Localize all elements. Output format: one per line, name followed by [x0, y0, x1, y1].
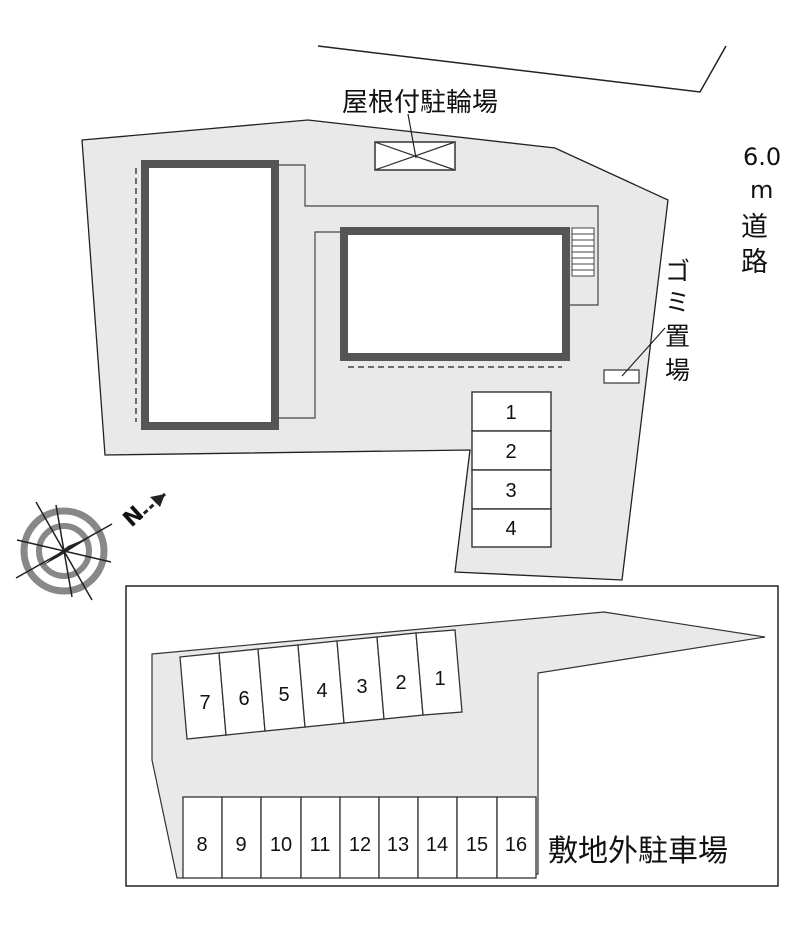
- road-label-2: 路: [741, 247, 768, 278]
- garbage-area: [603, 369, 640, 384]
- offsite-parking-label: 敷地外駐車場: [548, 834, 728, 869]
- onsite-space: [471, 430, 552, 471]
- bicycle-parking: [374, 141, 456, 171]
- offsite-space: [417, 796, 458, 879]
- onsite-space-number: 2: [505, 441, 516, 463]
- walkway-line-left: [278, 164, 599, 306]
- onsite-space-number: 4: [505, 518, 516, 540]
- building-a: [141, 160, 279, 430]
- garbage-label-1: ゴ: [665, 257, 690, 286]
- offsite-space: [300, 796, 341, 879]
- offsite-space-number: 15: [466, 834, 488, 856]
- offsite-space-number: 5: [278, 684, 289, 706]
- stairs: [571, 227, 595, 277]
- offsite-bottom-row: 8 9 10 11 12 13 14 15 16: [182, 796, 537, 879]
- offsite-space-number: 14: [426, 834, 448, 856]
- onsite-space-number: 1: [505, 402, 516, 424]
- offsite-space: [221, 796, 262, 879]
- offsite-space-number: 13: [387, 834, 409, 856]
- offsite-space-number: 2: [395, 672, 406, 694]
- onsite-space-number: 3: [505, 480, 516, 502]
- road-width-label: 6.0: [743, 143, 781, 171]
- walkway-line-middle: [278, 231, 341, 419]
- offsite-top-row: 7 6 5 4 3 2 1: [179, 629, 463, 740]
- offsite-space-number: 16: [505, 834, 527, 856]
- offsite-space-number: 7: [199, 692, 210, 714]
- offsite-space: [182, 796, 223, 879]
- offsite-space: [415, 629, 463, 716]
- onsite-space: [471, 508, 552, 548]
- offsite-space: [260, 796, 302, 879]
- garbage-leader-line: [621, 327, 666, 377]
- offsite-space-number: 12: [349, 834, 371, 856]
- north-arrow-icon: N: [119, 492, 167, 532]
- garbage-label-4: 場: [665, 356, 690, 385]
- road-label-1: 道: [741, 212, 768, 243]
- onsite-parking-group: 1 2 3 4: [471, 391, 552, 548]
- offsite-space: [456, 796, 498, 879]
- offsite-space: [496, 796, 537, 879]
- offsite-space-number: 8: [196, 834, 207, 856]
- offsite-space-number: 6: [238, 688, 249, 710]
- building-b: [340, 227, 570, 361]
- offsite-space-number: 4: [316, 680, 327, 702]
- onsite-space: [471, 391, 552, 432]
- bicycle-leader-line: [407, 113, 417, 159]
- offsite-space-number: 10: [270, 834, 292, 856]
- north-label: N: [119, 501, 149, 532]
- offsite-space-number: 1: [434, 668, 445, 690]
- offsite-space: [378, 796, 419, 879]
- offsite-space-number: 3: [356, 676, 367, 698]
- garbage-label-2: ミ: [665, 288, 690, 317]
- road-edge-line: [317, 45, 727, 93]
- offsite-space-number: 9: [235, 834, 246, 856]
- road-unit-label: m: [750, 176, 773, 204]
- garbage-label-3: 置: [665, 322, 690, 351]
- bicycle-parking-label: 屋根付駐輪場: [342, 88, 498, 118]
- offsite-space-number: 11: [310, 834, 331, 856]
- offsite-space: [339, 796, 380, 879]
- compass-icon: [15, 501, 113, 601]
